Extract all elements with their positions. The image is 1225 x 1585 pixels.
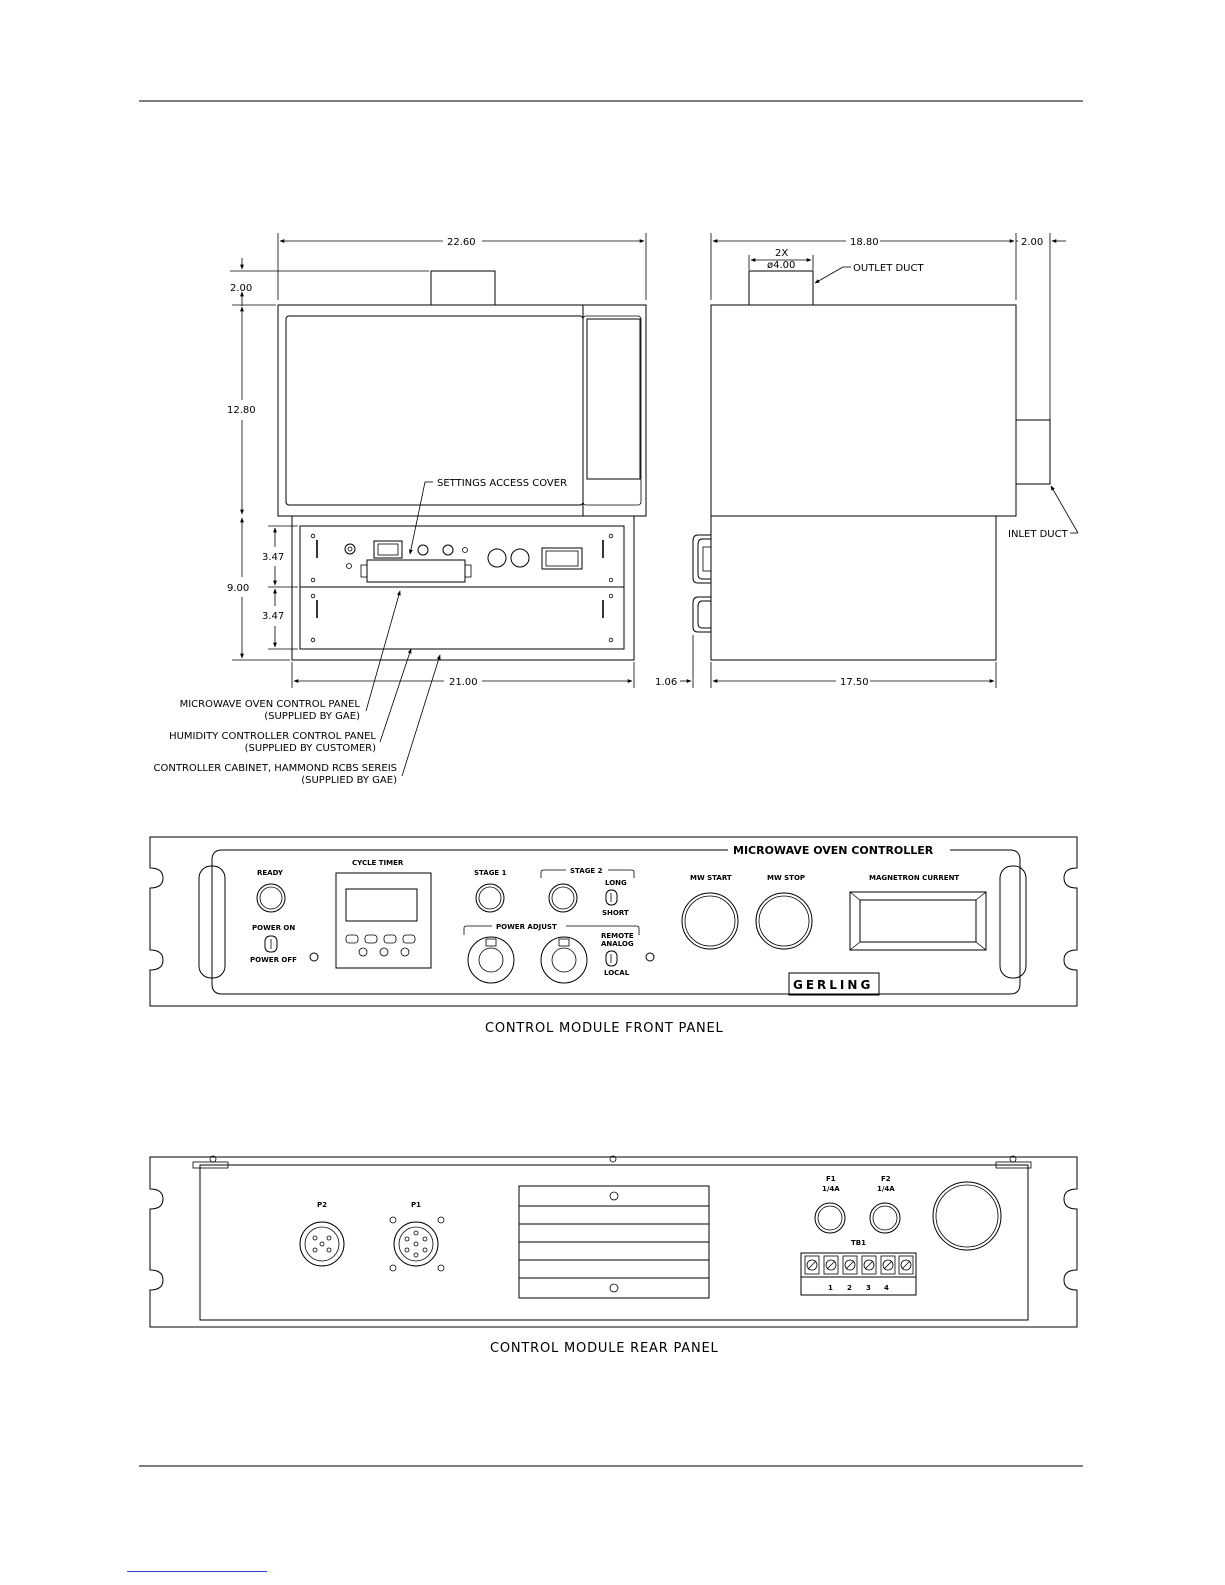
power-adjust-knob-1[interactable] xyxy=(467,936,515,984)
stage1-lamp xyxy=(475,883,505,913)
callout-cabinet-line2: (SUPPLIED BY GAE) xyxy=(301,775,397,786)
long-label: LONG xyxy=(605,879,627,887)
stage2-lamp xyxy=(548,883,578,913)
rear-panel-caption: CONTROL MODULE REAR PANEL xyxy=(490,1341,719,1356)
ready-lamp xyxy=(256,883,286,913)
controller-cabinet xyxy=(291,515,635,661)
settings-access-cover xyxy=(366,559,466,583)
dim-duct-diameter: ø4.00 xyxy=(767,260,795,271)
front-handle-left xyxy=(198,865,226,979)
f2-label: F2 xyxy=(881,1175,891,1183)
side-view: 18.80 2.00 2X ø4.00 OUTLET DUCT INLET DU… xyxy=(655,233,1079,688)
indicator-right xyxy=(645,952,655,962)
power-adjust-label: POWER ADJUST xyxy=(496,923,557,931)
oven-control-window xyxy=(586,318,641,480)
power-on-label: POWER ON xyxy=(252,924,295,932)
f2-rating: 1/4A xyxy=(877,1185,895,1193)
power-inlet xyxy=(932,1181,1002,1251)
fuse-f2 xyxy=(869,1202,901,1234)
f1-rating: 1/4A xyxy=(822,1185,840,1193)
front-view: 22.60 2.00 12.80 xyxy=(154,233,647,786)
dim-upper-height: 12.80 xyxy=(227,405,256,416)
terminal-3: 3 xyxy=(866,1284,871,1292)
top-duct xyxy=(430,270,496,306)
brand-name: GERLING xyxy=(793,978,873,992)
callout-mw-panel-line2: (SUPPLIED BY GAE) xyxy=(264,711,360,722)
connector-p1 xyxy=(393,1221,439,1267)
humidity-panel-outline xyxy=(299,586,625,650)
power-off-label: POWER OFF xyxy=(250,956,297,964)
control-module-rear-panel: P2 P1 F1 1/4A F2 xyxy=(149,1155,1078,1328)
dim-cabinet-width: 21.00 xyxy=(449,677,478,688)
remote-local-toggle[interactable] xyxy=(605,950,618,967)
mw-control-panel-outline xyxy=(299,525,625,588)
footer-link-underline xyxy=(127,1571,267,1572)
dim-panel2-height: 3.47 xyxy=(262,611,284,622)
fuse-f1 xyxy=(814,1202,846,1234)
stage1-label: STAGE 1 xyxy=(474,869,507,877)
dim-duct-count: 2X xyxy=(775,248,788,259)
stage2-toggle[interactable] xyxy=(605,889,618,906)
dim-side-offset: 2.00 xyxy=(1021,237,1043,248)
power-toggle[interactable] xyxy=(264,935,278,953)
outlet-duct xyxy=(748,270,814,306)
front-panel-title: MICROWAVE OVEN CONTROLLER xyxy=(733,844,934,857)
terminal-2: 2 xyxy=(847,1284,852,1292)
cycle-timer-unit xyxy=(335,872,432,969)
cycle-timer-display xyxy=(345,888,418,922)
remote-label-line1: REMOTE xyxy=(601,932,634,940)
callout-outlet-duct: OUTLET DUCT xyxy=(853,263,924,274)
magnetron-current-label: MAGNETRON CURRENT xyxy=(869,874,959,882)
callout-settings-access-cover: SETTINGS ACCESS COVER xyxy=(437,478,567,489)
magnetron-current-meter xyxy=(849,891,987,951)
mw-stop-label: MW STOP xyxy=(767,874,805,882)
tb1-label: TB1 xyxy=(851,1239,866,1247)
dim-panel1-height: 3.47 xyxy=(262,552,284,563)
dim-cabinet-height: 9.00 xyxy=(227,583,249,594)
callout-humidity-line1: HUMIDITY CONTROLLER CONTROL PANEL xyxy=(169,731,376,742)
f1-label: F1 xyxy=(826,1175,836,1183)
front-panel-caption: CONTROL MODULE FRONT PANEL xyxy=(485,1021,724,1036)
dim-base-depth: 17.50 xyxy=(840,677,869,688)
control-module-front-panel: MICROWAVE OVEN CONTROLLER READY POWER ON… xyxy=(149,836,1078,1007)
front-handle-right xyxy=(999,865,1027,979)
mw-start-button[interactable] xyxy=(681,892,739,950)
callout-humidity-line2: (SUPPLIED BY CUSTOMER) xyxy=(245,743,376,754)
brand-plate xyxy=(788,972,880,996)
inlet-duct xyxy=(1015,419,1051,485)
callout-cabinet-line1: CONTROLLER CABINET, HAMMOND RCBS SEREIS xyxy=(154,763,397,774)
dim-handle-offset: 1.06 xyxy=(655,677,677,688)
local-label: LOCAL xyxy=(604,969,630,977)
stage2-label: STAGE 2 xyxy=(570,867,603,875)
terminal-block-tb1 xyxy=(800,1252,917,1296)
p1-label: P1 xyxy=(411,1201,421,1209)
cycle-timer-label: CYCLE TIMER xyxy=(352,859,404,867)
p2-label: P2 xyxy=(317,1201,327,1209)
short-label: SHORT xyxy=(602,909,629,917)
remote-label-line2: ANALOG xyxy=(601,940,634,948)
dim-overall-width: 22.60 xyxy=(447,237,476,248)
side-cabinet xyxy=(710,515,997,661)
callout-inlet-duct: INLET DUCT xyxy=(1008,529,1069,540)
dim-duct-height: 2.00 xyxy=(230,283,252,294)
indicator-left xyxy=(309,952,319,962)
terminal-4: 4 xyxy=(884,1284,889,1292)
mw-start-label: MW START xyxy=(690,874,732,882)
power-adjust-knob-2[interactable] xyxy=(540,936,588,984)
side-oven-body xyxy=(710,304,1017,517)
mw-stop-button[interactable] xyxy=(755,892,813,950)
terminal-1: 1 xyxy=(828,1284,833,1292)
oven-door-window xyxy=(285,315,584,506)
connector-p2 xyxy=(299,1221,345,1267)
callout-mw-panel-line1: MICROWAVE OVEN CONTROL PANEL xyxy=(180,699,361,710)
rear-cover-plate xyxy=(199,1164,1029,1321)
dim-side-depth: 18.80 xyxy=(850,237,879,248)
ready-label: READY xyxy=(257,869,284,877)
